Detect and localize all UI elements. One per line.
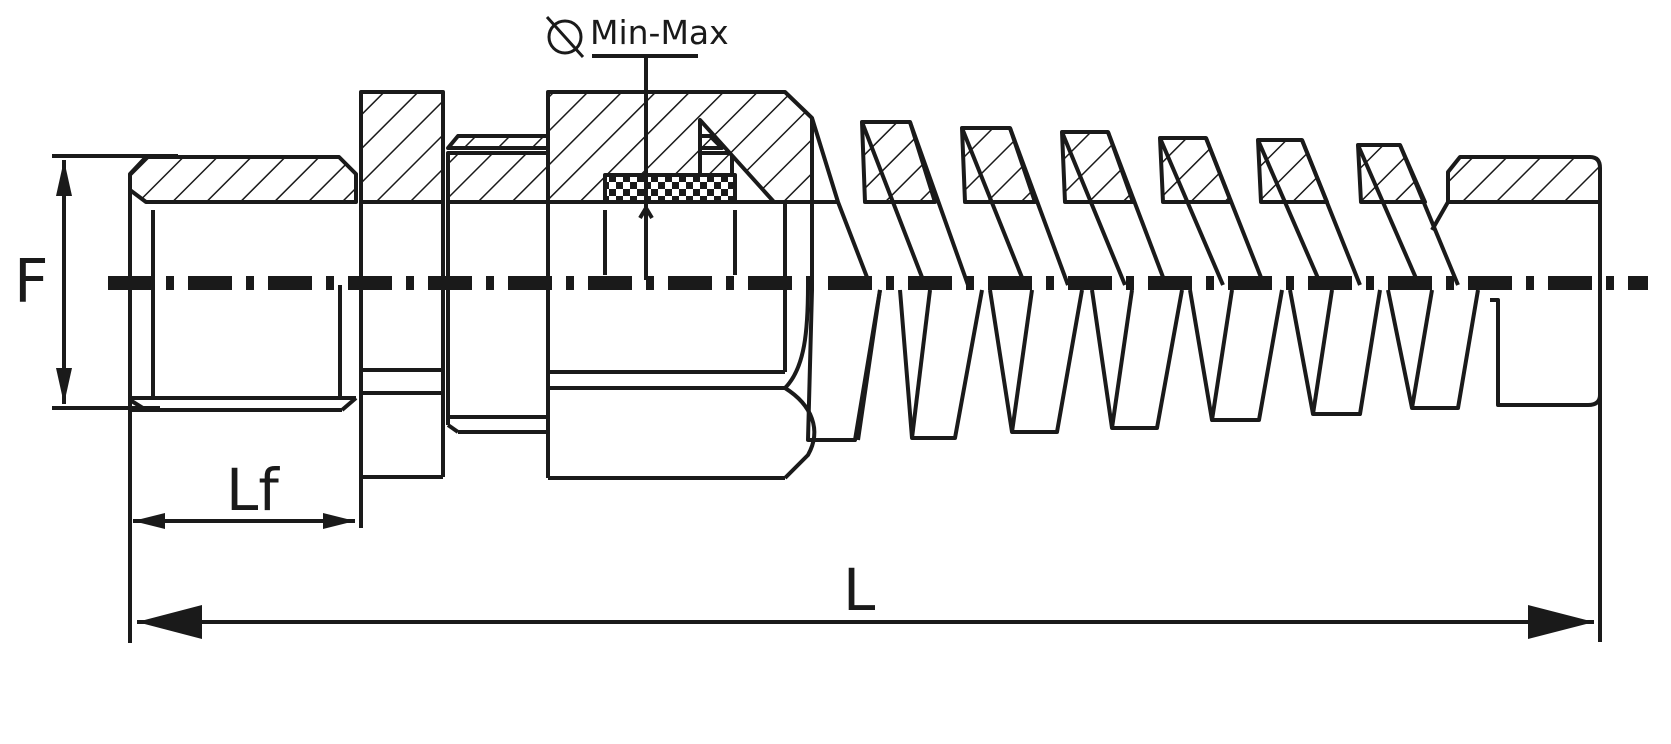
diameter-symbol-icon xyxy=(545,15,585,59)
seal-insert xyxy=(603,173,737,204)
hose-helix-upper xyxy=(810,117,1602,642)
hex-flange xyxy=(359,90,445,479)
dimension-label-l: L xyxy=(843,556,875,624)
hose-helix-lower xyxy=(806,289,1602,442)
threaded-end xyxy=(128,155,358,412)
dimension-label-f: F xyxy=(14,247,49,317)
diameter-range-label: Min-Max xyxy=(590,13,729,52)
dimension-lines xyxy=(52,54,1594,643)
dimension-label-lf: Lf xyxy=(226,456,280,524)
